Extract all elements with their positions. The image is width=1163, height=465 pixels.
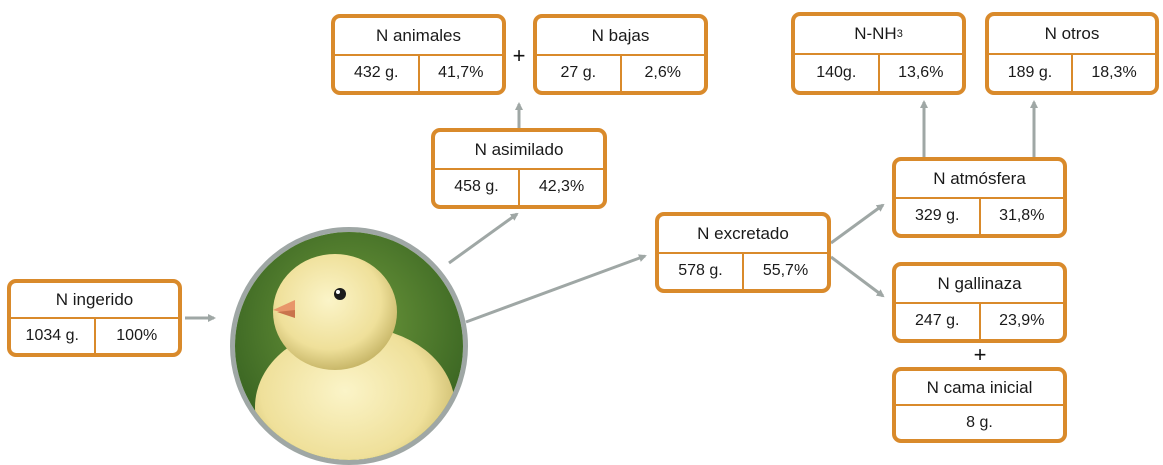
node-percent: 13,6% — [877, 54, 963, 91]
node-percent: 55,7% — [742, 253, 827, 289]
node-grams: 27 g. — [560, 64, 597, 82]
node-title: N asimilado — [435, 132, 603, 170]
node-grams: 8 g. — [966, 413, 993, 431]
node-n-asimilado: N asimilado 458 g. 42,3% — [431, 128, 607, 209]
node-grams: 458 g. — [454, 178, 499, 196]
plus-sign-animales-bajas: + — [512, 43, 526, 68]
arrow-chick-to-excretado — [465, 254, 647, 324]
node-grams: 329 g. — [915, 207, 960, 225]
node-percent: 41,7% — [417, 55, 503, 91]
chick-photo — [230, 227, 468, 465]
node-title: N ingerido — [11, 283, 178, 319]
plus-sign-gallinaza-cama: + — [973, 342, 987, 367]
node-title: N atmósfera — [896, 161, 1063, 199]
node-n-animales: N animales 432 g. 41,7% — [331, 14, 506, 95]
node-title: N cama inicial — [896, 371, 1063, 406]
node-grams: 432 g. — [354, 64, 399, 82]
node-n-otros: N otros 189 g. 18,3% — [985, 12, 1159, 95]
node-percent: 100% — [93, 319, 179, 353]
node-title: N excretado — [659, 216, 827, 254]
node-title-prefix: N-NH — [854, 24, 897, 44]
node-percent: 42,3% — [518, 169, 603, 205]
node-percent: 2,6% — [619, 55, 705, 91]
node-title: N gallinaza — [896, 266, 1063, 304]
arrow-excretado-to-gallinaza — [830, 255, 885, 298]
node-n-ingerido: N ingerido 1034 g. 100% — [7, 279, 182, 357]
node-title: N animales — [335, 18, 502, 56]
node-n-excretado: N excretado 578 g. 55,7% — [655, 212, 831, 293]
arrow-excretado-to-atmosfera — [830, 203, 885, 245]
arrow-chick-to-asimilado — [448, 212, 519, 265]
node-grams: 247 g. — [915, 312, 960, 330]
flow-arrows — [185, 100, 1038, 324]
node-percent: 23,9% — [978, 303, 1064, 339]
node-title-subscript: 3 — [896, 28, 903, 41]
node-title: N bajas — [537, 18, 704, 56]
node-grams: 578 g. — [678, 262, 723, 280]
node-n-gallinaza: N gallinaza 247 g. 23,9% — [892, 262, 1067, 343]
node-grams: 1034 g. — [25, 327, 79, 344]
node-grams: 189 g. — [1007, 63, 1053, 81]
node-n-cama-inicial: N cama inicial 8 g. — [892, 367, 1067, 443]
node-n-atmosfera: N atmósfera 329 g. 31,8% — [892, 157, 1067, 238]
node-grams: 140g. — [816, 63, 857, 81]
node-percent: 31,8% — [978, 198, 1064, 234]
node-percent: 18,3% — [1071, 54, 1155, 91]
node-n-bajas: N bajas 27 g. 2,6% — [533, 14, 708, 95]
node-title: N otros — [989, 16, 1155, 55]
